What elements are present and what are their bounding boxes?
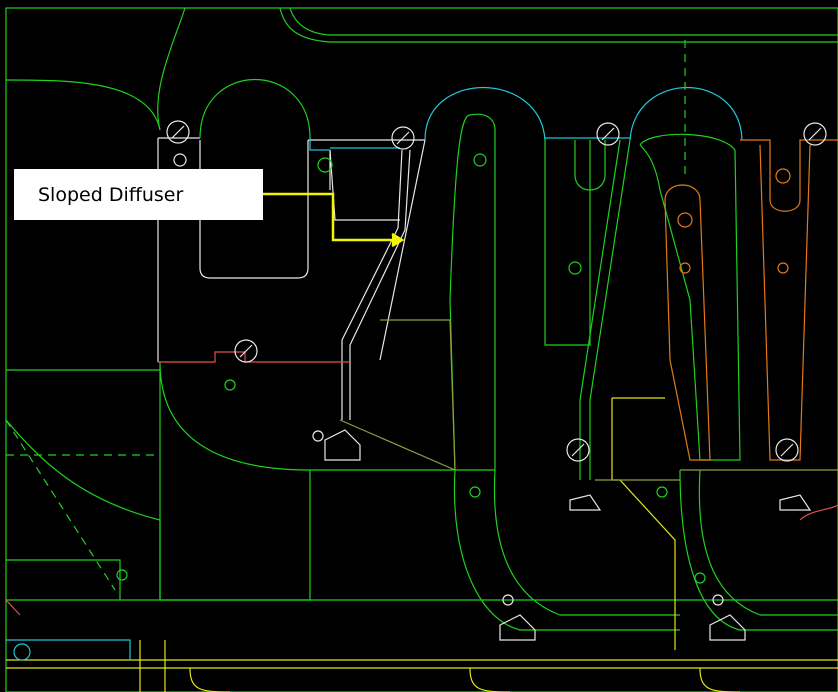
bolt-marker <box>566 438 590 462</box>
pink-details <box>5 351 838 616</box>
bolt-markers <box>166 120 827 462</box>
dashed-lines <box>5 40 686 591</box>
return-vane-2 <box>449 113 741 480</box>
bolt-marker <box>234 339 258 363</box>
cyan-arches <box>309 86 743 151</box>
inlet-arch-1 <box>199 79 311 139</box>
bolt-marker <box>391 126 415 150</box>
top-casing <box>5 7 838 131</box>
base-detail <box>6 639 131 661</box>
shaft-sleeves <box>6 397 838 692</box>
callout-label: Sloped Diffuser <box>38 183 184 206</box>
sloped-diffuser-callout: Sloped Diffuser <box>14 169 263 220</box>
first-stage-casing <box>157 137 426 420</box>
orange-stage <box>664 139 838 461</box>
white-holes <box>173 153 724 606</box>
drawing-frame <box>5 7 838 692</box>
olive-lines <box>339 319 838 481</box>
callout-arrow <box>263 192 405 248</box>
bolt-marker <box>596 122 620 146</box>
bolt-marker <box>775 438 799 462</box>
orange-holes <box>677 168 791 274</box>
bolt-marker <box>166 120 190 144</box>
small-holes <box>116 153 706 584</box>
seal-details <box>324 429 812 641</box>
impeller-shrouds <box>5 361 838 631</box>
bolt-marker <box>803 122 827 146</box>
